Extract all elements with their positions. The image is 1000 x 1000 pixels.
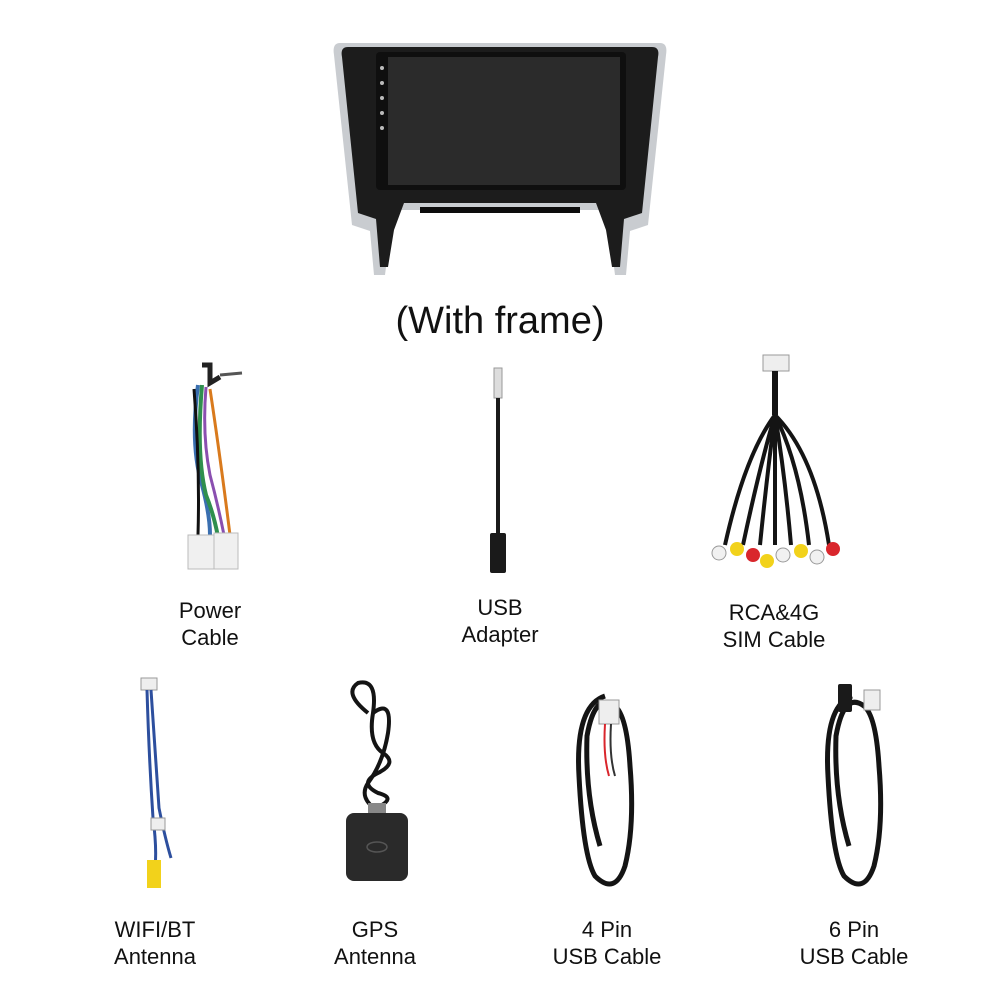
wifi-bt-antenna-label-line2: Antenna: [114, 944, 196, 969]
power-cable-image: [187, 362, 243, 570]
gps-antenna-image: [346, 680, 408, 881]
wifi-bt-antenna-label-line1: WIFI/BT: [114, 917, 196, 942]
four-pin-usb-cable-label: 4 Pin USB Cable: [497, 916, 717, 970]
power-cable-label: Power Cable: [100, 597, 320, 651]
six-pin-usb-cable-image: [825, 684, 884, 887]
six-pin-usb-cable-label-line1: 6 Pin: [828, 917, 880, 942]
usb-adapter-label: USB Adapter: [390, 594, 610, 648]
gps-antenna-label: GPS Antenna: [265, 916, 485, 970]
frame-caption: (With frame): [395, 300, 605, 342]
rca-sim-cable-label: RCA&4G SIM Cable: [664, 599, 884, 653]
gps-antenna-label-line1: GPS: [351, 917, 399, 942]
power-cable-label-line1: Power: [178, 598, 242, 623]
four-pin-usb-cable-label-line2: USB Cable: [552, 944, 662, 969]
usb-adapter-label-line1: USB: [477, 595, 523, 620]
rca-sim-cable-label-line2: SIM Cable: [722, 627, 826, 652]
four-pin-usb-cable-image: [576, 693, 635, 887]
head-unit-image: [333, 43, 667, 275]
rca-sim-cable-image: [711, 354, 840, 568]
rca-sim-cable-label-line1: RCA&4G: [728, 600, 820, 625]
power-cable-label-line2: Cable: [181, 625, 239, 650]
usb-adapter-label-line2: Adapter: [461, 622, 539, 647]
four-pin-usb-cable-label-line1: 4 Pin: [581, 917, 633, 942]
wifi-bt-antenna-image: [140, 677, 173, 888]
usb-adapter-image: [490, 367, 506, 573]
wifi-bt-antenna-label: WIFI/BT Antenna: [45, 916, 265, 970]
six-pin-usb-cable-label-line2: USB Cable: [799, 944, 909, 969]
gps-antenna-label-line2: Antenna: [334, 944, 416, 969]
six-pin-usb-cable-label: 6 Pin USB Cable: [744, 916, 964, 970]
